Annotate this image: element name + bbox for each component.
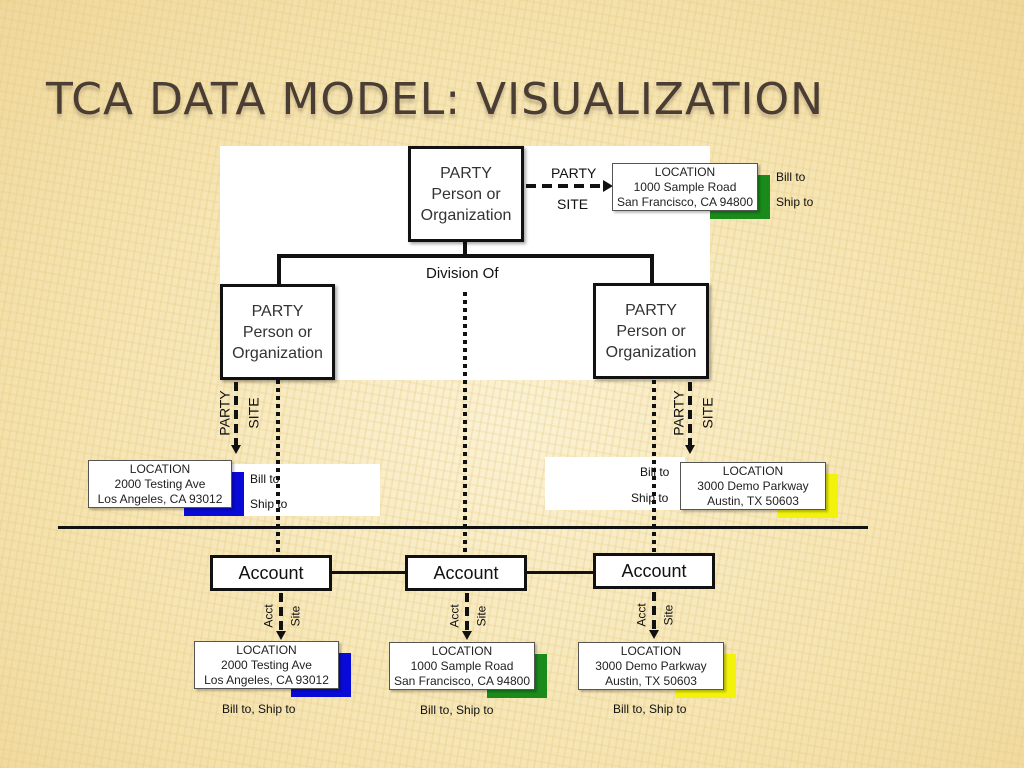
location-street: 2000 Testing Ave — [114, 476, 206, 491]
usage-panel-left — [232, 464, 380, 516]
account-box-center: Account — [405, 555, 527, 591]
arrow-down-icon — [685, 445, 695, 454]
party-box-top: PARTY Person or Organization — [408, 146, 524, 242]
account-link-right — [525, 571, 596, 574]
usage-panel-right — [545, 457, 685, 510]
location-street: 2000 Testing Ave — [221, 657, 312, 672]
arrow-down-icon — [231, 445, 241, 454]
location-card-bottom-left: LOCATION 2000 Testing Ave Los Angeles, C… — [194, 641, 351, 697]
bill-ship-to-label-left: Bill to, Ship to — [222, 702, 296, 716]
hierarchy-line-left — [277, 254, 281, 286]
party-subtitle: Person or — [431, 185, 501, 203]
location-title: LOCATION — [620, 643, 682, 658]
party-box-right: PARTY Person or Organization — [593, 283, 709, 379]
location-card-bottom-center: LOCATION 1000 Sample Road San Francisco,… — [389, 642, 547, 698]
site-label-top: SITE — [557, 196, 589, 212]
arrow-down-icon — [276, 631, 286, 640]
party-account-divider — [58, 526, 868, 529]
account-box-left: Account — [210, 555, 332, 591]
location-title: LOCATION — [654, 164, 716, 179]
party-label-left: PARTY — [216, 390, 233, 436]
ship-to-label-left: Ship to — [250, 497, 288, 511]
acct-label-right: Acct — [634, 603, 649, 627]
party-title: PARTY — [625, 301, 677, 319]
site-short-label-right: Site — [661, 604, 676, 626]
division-of-label: Division Of — [426, 265, 499, 282]
location-title: LOCATION — [129, 461, 191, 476]
hierarchy-line-right — [650, 254, 654, 286]
party-type: Organization — [605, 343, 697, 361]
arrow-down-icon — [462, 631, 472, 640]
party-box-left: PARTY Person or Organization — [220, 284, 335, 380]
site-label-right: SITE — [699, 397, 716, 429]
party-label-right: PARTY — [670, 390, 687, 436]
location-box: LOCATION 2000 Testing Ave Los Angeles, C… — [194, 641, 339, 689]
location-box: LOCATION 1000 Sample Road San Francisco,… — [389, 642, 535, 690]
location-card-top: LOCATION 1000 Sample Road San Francisco,… — [612, 163, 770, 219]
acct-site-connector-right — [652, 592, 656, 630]
location-street: 3000 Demo Parkway — [595, 658, 707, 673]
location-box: LOCATION 3000 Demo Parkway Austin, TX 50… — [680, 462, 826, 510]
location-box: LOCATION 3000 Demo Parkway Austin, TX 50… — [578, 642, 724, 690]
party-type: Organization — [232, 344, 323, 362]
acct-site-connector-left — [279, 593, 283, 631]
account-box-right: Account — [593, 553, 715, 589]
party-label-top: PARTY — [551, 165, 597, 181]
acct-site-connector-center — [465, 593, 469, 631]
location-city: Austin, TX 50603 — [605, 673, 697, 688]
location-card-bottom-right: LOCATION 3000 Demo Parkway Austin, TX 50… — [578, 642, 736, 698]
location-city: San Francisco, CA 94800 — [393, 673, 531, 688]
location-city: Austin, TX 50603 — [707, 493, 799, 508]
party-site-connector-left — [234, 382, 238, 446]
acct-label-center: Acct — [447, 604, 462, 628]
location-box: LOCATION 1000 Sample Road San Francisco,… — [612, 163, 758, 211]
ship-to-label-top: Ship to — [776, 195, 814, 209]
dotted-line-right — [652, 380, 656, 554]
dotted-line-center — [463, 292, 467, 554]
location-city: San Francisco, CA 94800 — [616, 194, 754, 209]
party-site-connector-top — [526, 184, 606, 188]
location-title: LOCATION — [722, 463, 784, 478]
location-street: 1000 Sample Road — [410, 658, 514, 673]
site-label-left: SITE — [245, 397, 262, 429]
arrow-down-icon — [649, 630, 659, 639]
bill-to-label-left: Bill to — [250, 472, 280, 486]
location-box: LOCATION 2000 Testing Ave Los Angeles, C… — [88, 460, 232, 508]
party-title: PARTY — [251, 302, 304, 320]
party-subtitle: Person or — [616, 322, 686, 340]
hierarchy-line-top — [463, 240, 467, 256]
location-street: 3000 Demo Parkway — [697, 478, 809, 493]
location-city: Los Angeles, CA 93012 — [97, 491, 223, 506]
acct-label-left: Acct — [261, 604, 276, 628]
location-title: LOCATION — [236, 642, 297, 657]
slide-title: TCA DATA MODEL: VISUALIZATION — [46, 74, 825, 125]
location-city: Los Angeles, CA 93012 — [204, 672, 329, 687]
ship-to-label-right: Ship to — [631, 491, 669, 505]
bill-ship-to-label-center: Bill to, Ship to — [420, 703, 494, 717]
account-label: Account — [433, 562, 499, 583]
arrow-right-icon — [603, 180, 613, 192]
account-link-left — [330, 571, 408, 574]
party-subtitle: Person or — [242, 323, 313, 341]
location-card-left: LOCATION 2000 Testing Ave Los Angeles, C… — [88, 460, 244, 516]
location-title: LOCATION — [431, 643, 493, 658]
bill-ship-to-label-right: Bill to, Ship to — [613, 702, 687, 716]
party-type: Organization — [420, 206, 512, 224]
account-label: Account — [621, 560, 687, 581]
site-short-label-left: Site — [288, 605, 303, 627]
bill-to-label-top: Bill to — [776, 170, 806, 184]
bill-to-label-right: Bill to — [640, 465, 670, 479]
location-street: 1000 Sample Road — [633, 179, 737, 194]
dotted-line-left — [276, 380, 280, 554]
party-site-connector-right — [688, 382, 692, 446]
site-short-label-center: Site — [474, 605, 489, 627]
location-card-right: LOCATION 3000 Demo Parkway Austin, TX 50… — [680, 462, 838, 518]
party-title: PARTY — [440, 164, 492, 182]
hierarchy-line-horizontal — [277, 254, 654, 258]
account-label: Account — [238, 562, 304, 583]
